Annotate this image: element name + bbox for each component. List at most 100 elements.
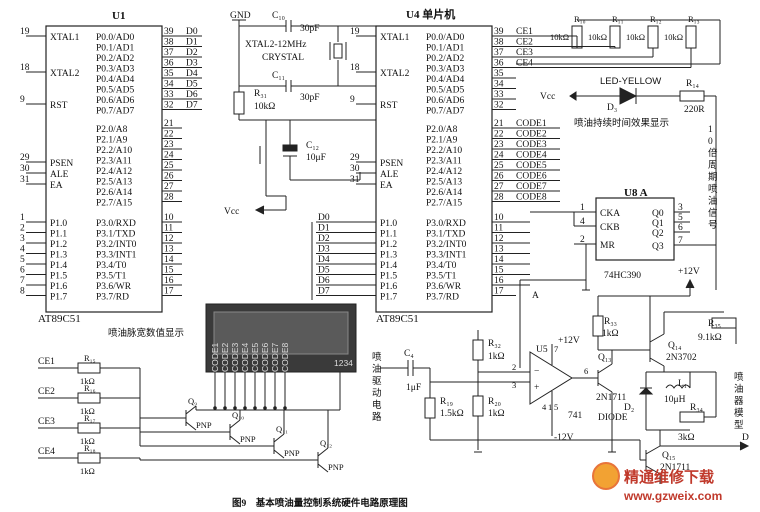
u4-pin-num: 9 [350, 95, 355, 105]
c10-ref: C₁₀ [272, 11, 285, 21]
ce-resistor [685, 25, 697, 49]
u1-pin-label: P0.5/AD5 [96, 86, 135, 96]
u1-pin-num: 25 [164, 161, 174, 171]
l1-ref: L₁ [678, 379, 687, 389]
watermark: 精通维修下载 www.gzweix.com [592, 462, 722, 503]
r20-value: 1kΩ [488, 409, 505, 419]
u1-net-label: D4 [186, 69, 198, 79]
pnp-base-resistor [77, 422, 101, 434]
r19-ref: R₁₉ [440, 397, 453, 407]
d2-ref: D₂ [624, 403, 634, 413]
u8-side-char: 喷 [708, 184, 718, 195]
injector-driver: 喷油驱动电路 A C₄ 1μF R₁₉ 1.5kΩ R₃₂ 1kΩ R₂₀ 1k… [372, 246, 750, 484]
u4-pin-num: 31 [350, 175, 360, 185]
u8-pin-label: Q2 [652, 229, 664, 239]
lcd-glass [213, 311, 349, 355]
pnp-resistor-ref: R₁₅ [84, 353, 96, 363]
u4-pin-num: 30 [350, 164, 360, 174]
u1-pin-label: P1.6 [50, 282, 67, 292]
r31-resistor [233, 91, 245, 115]
c4-value: 1μF [406, 383, 421, 393]
crystal [333, 43, 343, 59]
u1-pin-num: 2 [20, 224, 25, 234]
c12-capacitor [282, 144, 298, 152]
u5-pin5: 5 [554, 402, 558, 412]
u4-net-label: D4 [318, 255, 330, 265]
injector-label: 喷油器模型 [734, 372, 744, 431]
u8-pin-label: Q0 [652, 209, 664, 219]
u1-pin-label: P1.5 [50, 272, 67, 282]
u8-side-char: 号 [708, 220, 718, 231]
r32-resistor [472, 339, 484, 361]
u4-pin-label: P1.7 [380, 293, 397, 303]
u4-pin-label: P0.5/AD5 [426, 86, 465, 96]
led-label: LED-YELLOW [600, 76, 661, 87]
ce-resistor [647, 25, 659, 49]
c11-ref: C₁₁ [272, 71, 285, 81]
r19-resistor [424, 397, 436, 419]
ce-resistor-value: 10kΩ [550, 32, 569, 42]
pnp-resistor-value: 1kΩ [80, 466, 95, 476]
u4-pin-label: P1.2 [380, 240, 397, 250]
watermark-logo [592, 462, 620, 490]
u4-pin-num: 36 [494, 59, 504, 69]
u4-pin-num: 34 [494, 80, 504, 90]
u4-pin-label: P0.7/AD7 [426, 107, 465, 117]
u8-side-char: 倍 [708, 147, 718, 159]
pnp-transistor-type: PNP [284, 448, 300, 458]
oscillator-section: GND C₁₀ 30pF XTAL2-12MHz CRYSTAL C₁₁ 30p… [224, 11, 376, 217]
u5-vplus: +12V [558, 336, 580, 346]
u4-pin-label: P0.1/AD1 [426, 44, 465, 54]
u1-net-label: D7 [186, 101, 198, 111]
u4-pin-num: 35 [494, 69, 504, 79]
u1-pin-num: 39 [164, 27, 174, 37]
u4-pin-label: P3.2/INT0 [426, 240, 467, 250]
u5-pin7: 7 [554, 344, 558, 354]
u4-net-label: CODE1 [516, 119, 547, 129]
u4-net-label: CODE5 [516, 161, 547, 171]
u1-pin-num: 21 [164, 119, 174, 129]
u4-pin-label: EA [380, 181, 393, 191]
lcd-pin-label: CODE2 [220, 342, 230, 372]
lcd-pin-label: CODE7 [270, 342, 280, 372]
u1-pin-num: 14 [164, 255, 174, 265]
u4-pin-label: P3.1/TXD [426, 230, 465, 240]
u1-pin-label: P2.6/A14 [96, 188, 132, 198]
u4-net-label: CODE4 [516, 151, 547, 161]
r14-ref: R₁₄ [686, 79, 699, 89]
u4-pin-label: P2.3/A11 [426, 157, 462, 167]
u4-pin-num: 25 [494, 161, 504, 171]
u4-pin-label: RST [380, 101, 398, 111]
u1-pin-label: RST [50, 101, 68, 111]
display-pin-numbers: 1234 [334, 358, 353, 368]
u1-pin-label: P2.4/A12 [96, 167, 132, 177]
u1-net-label: D2 [186, 48, 198, 58]
lcd-pin-label: CODE4 [240, 342, 250, 372]
u1-pin-label: P0.1/AD1 [96, 44, 135, 54]
u5-plus: + [534, 383, 539, 393]
u1-pin-num: 11 [164, 224, 173, 234]
u1-pin-label: P2.2/A10 [96, 146, 132, 156]
pnp-resistor-ref: R₁₆ [84, 383, 96, 393]
led-caption: 喷油持续时间效果显示 [574, 117, 669, 129]
r34-resistor [679, 411, 705, 423]
u1-pin-num: 17 [164, 287, 174, 297]
u1-pin-label: P3.1/TXD [96, 230, 135, 240]
u4-pin-label: P2.5/A13 [426, 178, 462, 188]
crystal-type: CRYSTAL [262, 53, 304, 63]
u8-side-char: 油 [708, 195, 718, 207]
q14-ref: Q₁₄ [668, 341, 682, 351]
driver-title-char: 路 [372, 411, 382, 423]
r31-value: 10kΩ [254, 102, 275, 112]
c12-ref: C₁₂ [306, 141, 319, 151]
u4-net-label: D6 [318, 276, 330, 286]
u1-pin-label: P1.0 [50, 219, 67, 229]
pnp-transistor-ref: Q₉ [188, 396, 197, 406]
u1-net-label: D6 [186, 90, 198, 100]
u4-pin-num: 29 [350, 153, 360, 163]
u4-pin-label: P3.0/RXD [426, 219, 466, 229]
u1-pin-label: P3.3/INT1 [96, 251, 137, 261]
ce-resistor-value: 10kΩ [664, 32, 683, 42]
u1-pin-num: 8 [20, 287, 25, 297]
